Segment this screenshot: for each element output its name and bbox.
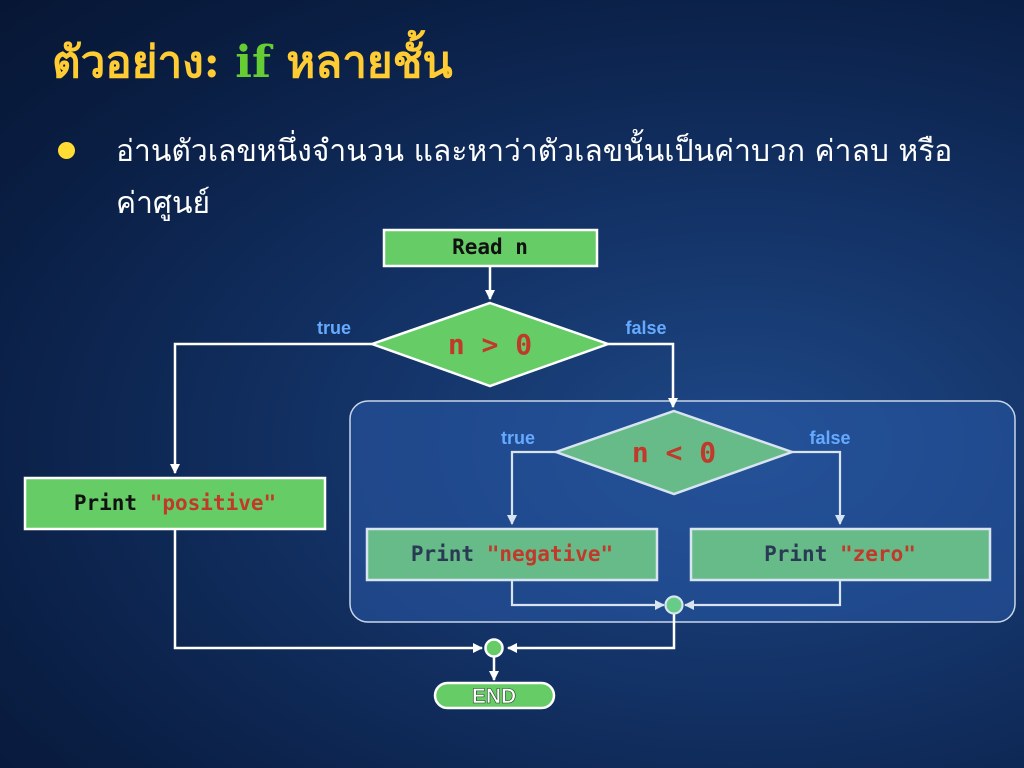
print-positive-box [23,476,327,531]
end-terminator [433,681,556,710]
print-positive-text: Print "positive" [74,491,276,515]
decision-n-gt-0-label: n > 0 [448,328,532,361]
read-n-box [382,228,599,268]
zero-string: "zero" [840,542,916,566]
print-zero-box [689,527,992,582]
print-keyword: Print [411,542,474,566]
decision1-true-label: true [317,318,351,338]
print-zero-text: Print "zero" [764,542,916,566]
decision-n-gt-0 [368,301,612,388]
negative-string: "negative" [487,542,613,566]
positive-string: "positive" [150,491,276,515]
bullet-dot-icon [58,142,75,159]
outer-junction [484,638,504,658]
print-negative-box [365,527,659,582]
end-label: END [472,685,516,708]
slide-title: ตัวอย่าง: if หลายชั้น [52,28,453,98]
decision-n-lt-0-label: n < 0 [632,436,716,469]
title-main: ตัวอย่าง: [52,37,236,88]
title-keyword: if [235,37,271,88]
print-negative-text: Print "negative" [411,542,613,566]
decision2-true-label: true [501,428,535,448]
title-rest: หลายชั้น [270,37,453,88]
decision-n-lt-0 [552,409,796,496]
inner-connectors [507,450,845,610]
outer-connectors [170,266,678,681]
print-keyword: Print [764,542,827,566]
decision2-false-label: false [809,428,850,448]
print-keyword: Print [74,491,137,515]
read-n-label: Read n [452,235,528,259]
decision1-false-label: false [625,318,666,338]
inner-junction [664,595,684,615]
bullet-text: อ่านตัวเลขหนึ่งจำนวน และหาว่าตัวเลขนั้นเ… [116,134,953,221]
